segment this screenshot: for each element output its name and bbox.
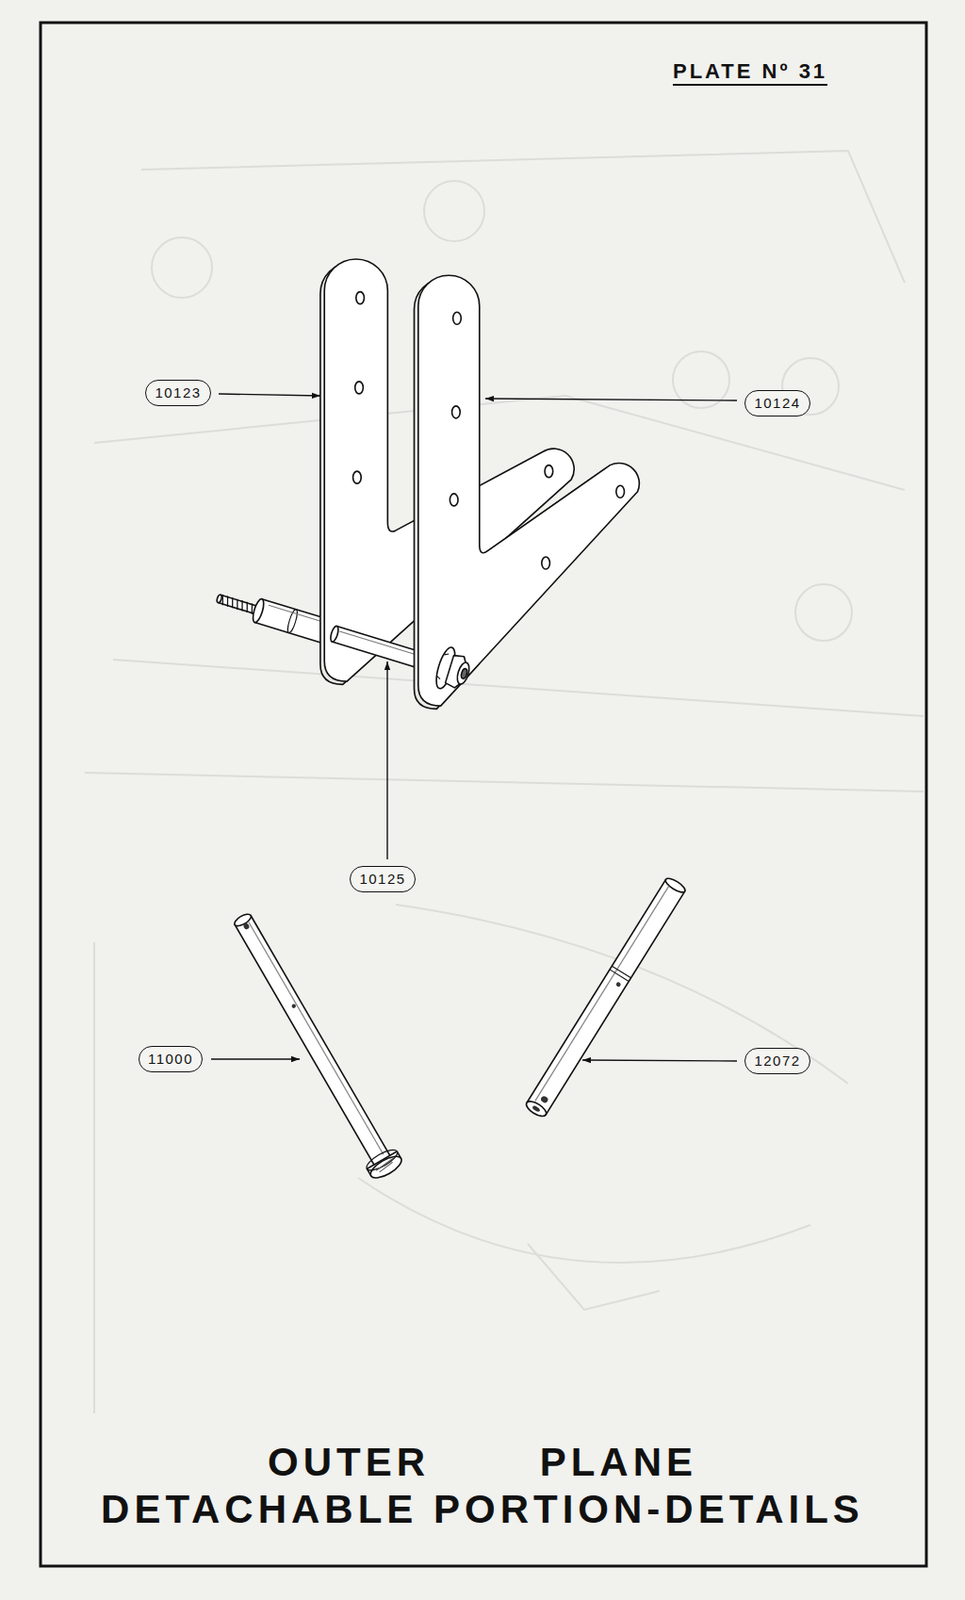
front-bracket	[413, 275, 639, 709]
callout-number: 10125	[349, 866, 415, 893]
spindle-stud	[213, 586, 331, 643]
plate-title: OUTER PLANE DETACHABLE PORTION-DETAILS	[86, 1439, 879, 1534]
callout-number: 10124	[744, 390, 810, 417]
callout-text: 11000	[147, 1049, 194, 1069]
callout-text: 12072	[753, 1051, 801, 1071]
leader-line	[485, 398, 737, 401]
callout-text: 10123	[154, 383, 201, 403]
show-through	[84, 150, 924, 1414]
leader-line	[218, 393, 321, 396]
callout-number: 12072	[744, 1047, 810, 1075]
callout-number: 10123	[145, 379, 211, 407]
leader-line	[582, 1060, 737, 1062]
plate-number: PLATE Nº 31	[672, 60, 828, 86]
callout-text: 10125	[359, 869, 406, 889]
spindle-nut	[432, 645, 475, 696]
part-drawing	[213, 259, 687, 1182]
callout-text: 10124	[753, 393, 801, 413]
leader-line	[211, 1058, 300, 1060]
callout-number: 11000	[138, 1046, 203, 1073]
pin-short	[523, 876, 687, 1120]
leader-lines	[211, 393, 737, 1062]
leader-line	[386, 661, 388, 860]
pin-long	[226, 907, 406, 1182]
plate-frame	[40, 22, 927, 1567]
